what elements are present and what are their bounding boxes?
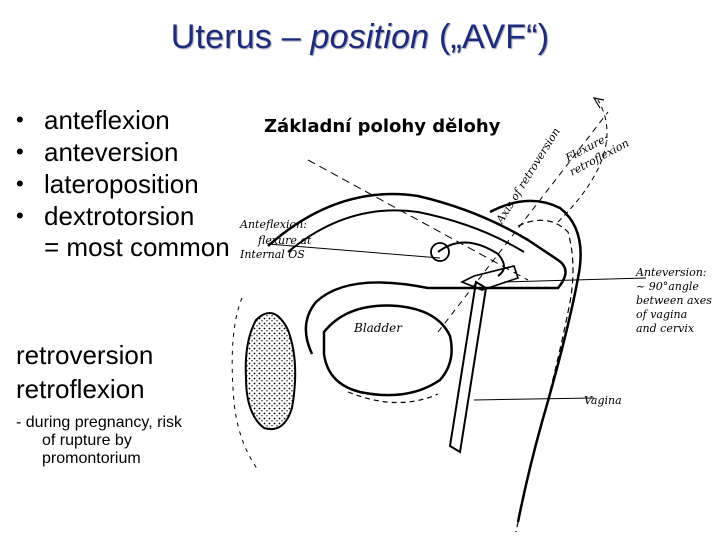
pubic-bone [244,311,297,430]
uterus-inner-wall [287,209,525,253]
rectum-outline [489,199,582,523]
bullet-icon: • [16,139,24,164]
list-item: • anteversion [16,136,241,168]
vagina-pointer [473,397,595,401]
position-list: • anteflexion • anteversion • lateroposi… [16,104,241,262]
vagina-label: Vagina [584,394,622,407]
anteversion-label: ~ 90°angle [636,280,699,293]
bullet-icon: • [16,107,24,132]
ovary-icon [430,242,450,262]
pregnancy-note: - during pregnancy, risk of rupture by p… [16,414,241,468]
bladder-outline [322,304,453,397]
rectum-inner-wall [515,219,574,533]
diagram-svg: Základní polohy dělohy Axis of retrovers… [231,97,712,533]
retroflexion-arc [557,99,608,223]
anteflexion-label: flexure at [257,234,312,247]
vagina-canal [448,280,488,454]
retroflexion-label: retroflexion [16,374,145,404]
anteversion-label: Anteversion: [635,266,707,279]
cervix-icon [460,265,520,291]
uterus-outline [267,192,567,355]
list-item-label: anteversion [44,137,179,167]
note-line: of rupture by [42,432,132,449]
list-item-label: dextrotorsion [44,201,195,231]
abdominal-wall [231,297,259,471]
pelvic-floor-line [347,391,439,404]
retro-positions: retroversion retroflexion [16,338,153,406]
note-line: - during pregnancy, risk [16,414,182,431]
anteversion-label: and cervix [636,322,695,335]
note-line: promontorium [42,450,141,467]
bullet-icon: • [16,203,24,228]
anteflexion-pointer [267,243,441,259]
list-item-label: anteflexion [44,105,170,135]
title-italic: position [310,18,430,56]
uterus-axis-line [437,111,609,333]
list-item: • anteflexion [16,104,241,136]
anteversion-pointer [503,277,647,283]
bladder-label: Bladder [353,321,403,335]
anteversion-label: of vagina [636,308,687,321]
uterus-position-diagram: Základní polohy dělohy Axis of retrovers… [228,92,720,540]
cervix-axis-line [307,159,529,281]
axis-label: Axis of retroversion [493,125,563,226]
title-suffix: („AVF“) [429,18,550,56]
bullet-icon: • [16,171,24,196]
anteversion-label: between axes [636,294,712,307]
arrow-icon [592,97,605,109]
list-item-note: = most common [44,232,230,262]
ovary-outline [437,241,505,277]
list-item: • lateroposition [16,168,241,200]
slide-title: Uterus – position („AVF“) [0,18,720,57]
list-item: • dextrotorsion = most common [16,200,241,262]
retroversion-label: retroversion [16,340,154,370]
diagram-heading: Základní polohy dělohy [264,116,501,137]
anteflexion-label: Internal OS [239,248,305,261]
title-main: Uterus – [170,18,311,56]
anteflexion-label: Anteflexion: [239,218,307,231]
list-item-label: lateroposition [44,169,199,199]
